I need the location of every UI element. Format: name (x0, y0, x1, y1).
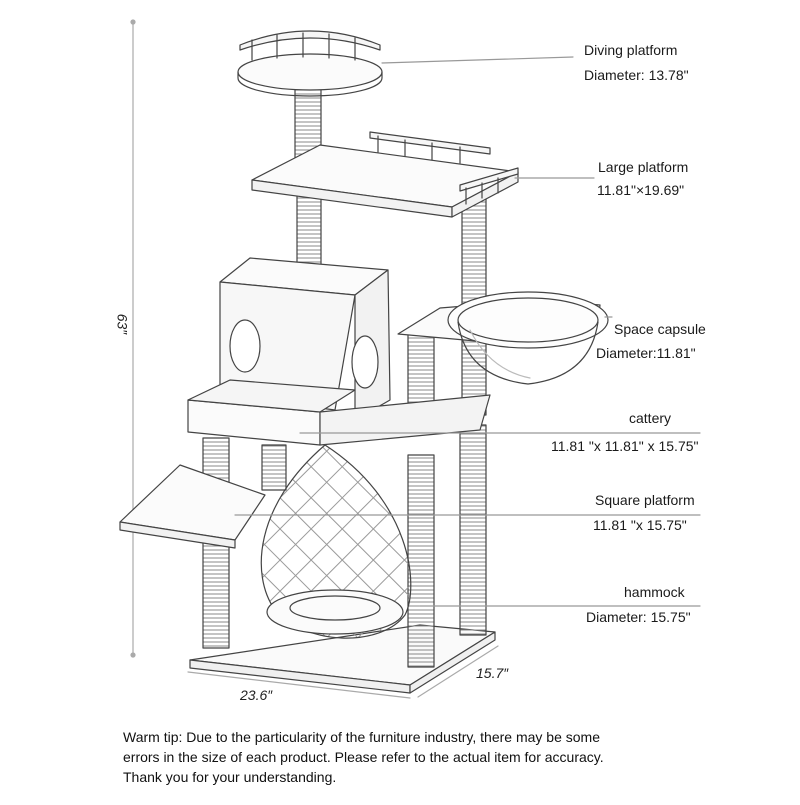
warm-tip-line: Thank you for your understanding. (123, 769, 337, 785)
diving-platform (237, 30, 383, 97)
base-dimension-lines (187, 645, 499, 699)
sisal-posts (202, 85, 487, 668)
square-platform (119, 464, 266, 549)
cattery-size: 11.81 "x 11.81" x 15.75" (551, 438, 699, 454)
large-platform-label: Large platform (598, 159, 689, 175)
large-platform-size: 11.81"×19.69" (597, 182, 685, 198)
square-platform-size: 11.81 "x 15.75" (593, 517, 687, 533)
cattery-label: cattery (629, 410, 672, 426)
depth-dimension-label: 15.7″ (476, 665, 509, 681)
height-dimension-label: 63″ (114, 313, 131, 335)
diving-platform-size: Diameter: 13.78" (584, 67, 689, 83)
leader-lines (234, 56, 701, 607)
square-platform-label: Square platform (595, 492, 695, 508)
cattery-box (187, 257, 491, 446)
space-capsule-label: Space capsule (614, 321, 706, 337)
hammock-size: Diameter: 15.75" (586, 609, 691, 625)
warm-tip-line: Warm tip: Due to the particularity of th… (123, 729, 600, 745)
hammock-label: hammock (624, 584, 685, 600)
hammock (260, 444, 412, 639)
large-platform (251, 131, 519, 218)
warm-tip-line: errors in the size of each product. Plea… (123, 749, 604, 765)
width-dimension-label: 23.6″ (240, 687, 273, 703)
space-capsule (397, 291, 609, 385)
warm-tip-note: Warm tip: Due to the particularity of th… (123, 727, 723, 787)
height-dimension-line (130, 19, 136, 658)
diving-platform-label: Diving platform (584, 42, 678, 58)
space-capsule-size: Diameter:11.81" (596, 345, 696, 361)
